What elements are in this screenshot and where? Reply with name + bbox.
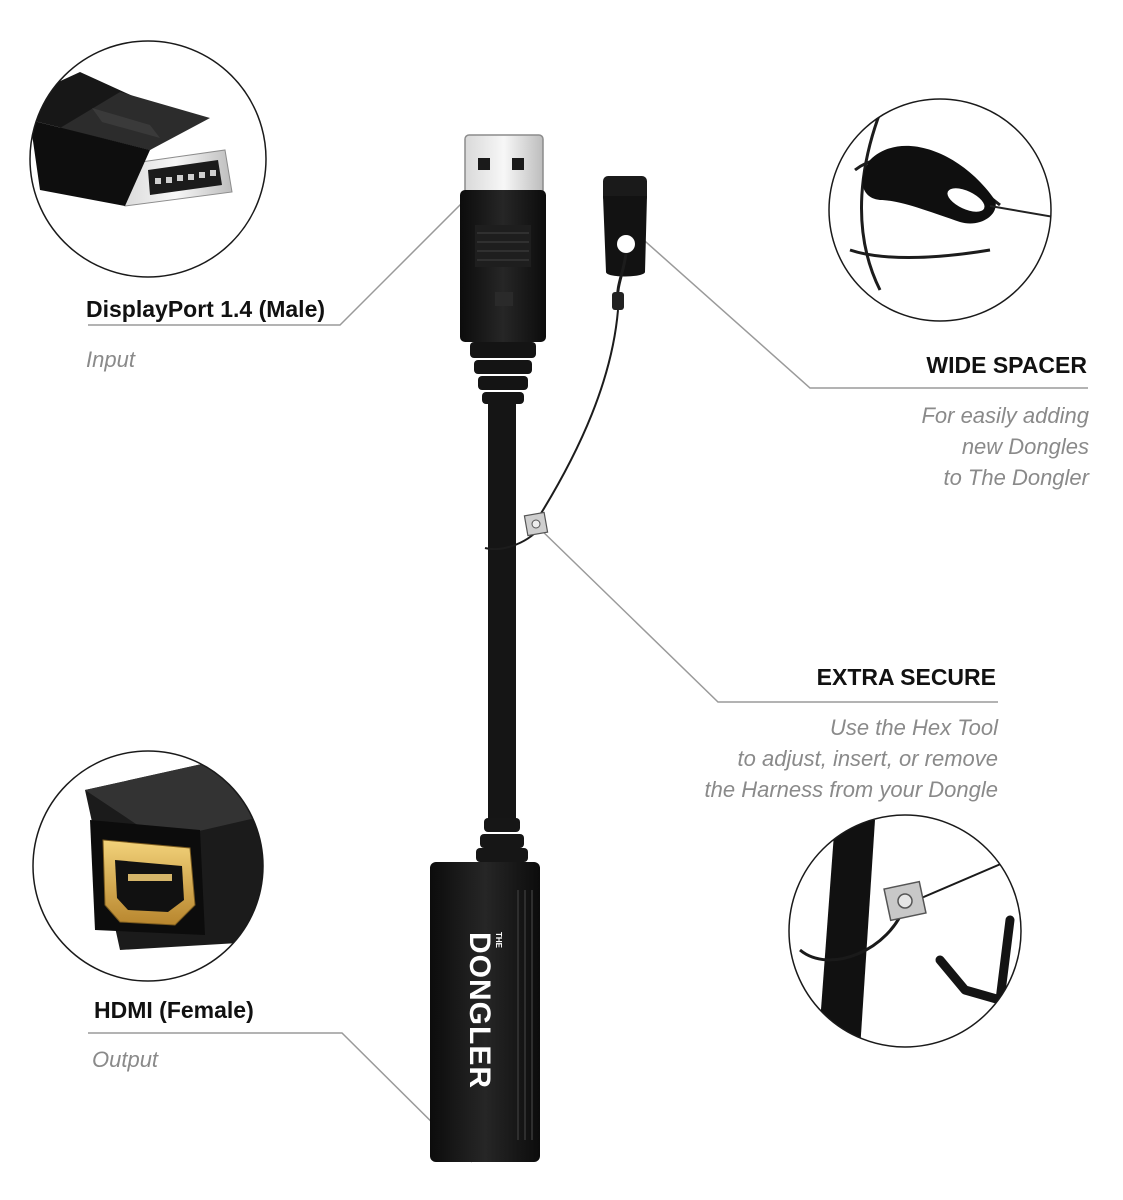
logo-name-text: DONGLER [463, 932, 496, 1089]
wide-spacer-closeup-inset [828, 98, 1052, 322]
displayport-closeup-inset [29, 40, 267, 278]
dongle-adapter: THE DONGLER [430, 134, 647, 1162]
wide-spacer-title: WIDE SPACER [926, 352, 1087, 378]
adapter-cable [488, 400, 516, 830]
harness-screw [484, 511, 549, 551]
hdmi-housing: THE DONGLER [430, 862, 540, 1162]
hdmi-closeup-inset [32, 750, 264, 982]
extra-secure-description: Use the Hex Tool to adjust, insert, or r… [705, 712, 998, 805]
leader-line-wide-spacer [627, 225, 1088, 389]
extra-secure-description-line: the Harness from your Dongle [704, 777, 998, 802]
wide-spacer-description-line: For easily adding [921, 403, 1089, 428]
extra-secure-title: EXTRA SECURE [816, 664, 996, 690]
displayport-title: DisplayPort 1.4 (Male) [86, 296, 326, 322]
hdmi-title: HDMI (Female) [94, 997, 254, 1023]
extra-secure-description-line: to adjust, insert, or remove [737, 746, 998, 771]
leader-line-displayport [88, 159, 506, 326]
leader-line-extra-secure [536, 525, 998, 703]
hdmi-subtitle: Output [92, 1047, 159, 1072]
displayport-subtitle: Input [86, 347, 135, 372]
extra-secure-closeup-inset [788, 814, 1022, 1048]
wide-spacer-tab [539, 176, 647, 516]
hex-screw-icon [883, 880, 927, 922]
logo-small-text: THE [494, 932, 503, 949]
leader-lines [88, 159, 1088, 1163]
displayport-connector [460, 134, 546, 404]
wide-spacer-description-line: new Dongles [961, 434, 1089, 459]
wide-spacer-description-line: to The Dongler [943, 465, 1089, 490]
hex-key-icon [935, 915, 1015, 1005]
dongler-logo: THE DONGLER [463, 932, 503, 1089]
wide-spacer-description: For easily adding new Dongles to The Don… [921, 400, 1089, 493]
leader-line-hdmi [88, 1032, 473, 1163]
extra-secure-description-line: Use the Hex Tool [830, 715, 998, 740]
